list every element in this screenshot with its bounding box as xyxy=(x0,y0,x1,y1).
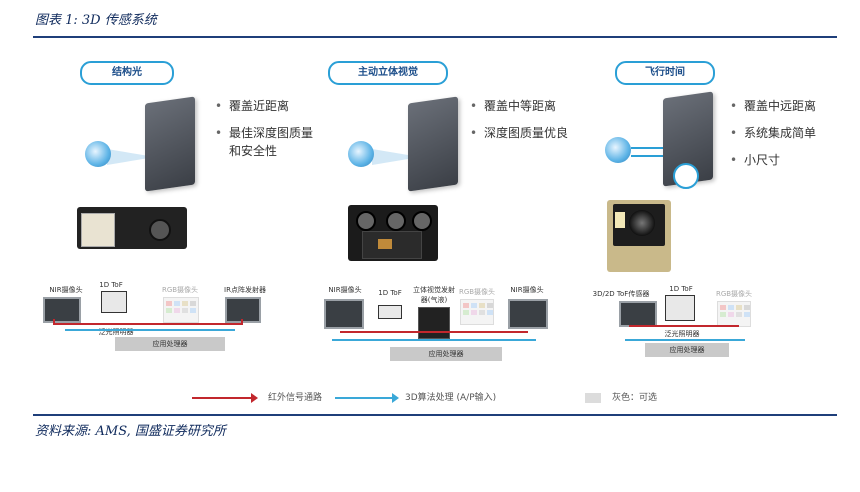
legend-gray-swatch xyxy=(585,393,601,403)
block-camera: 3D/2D ToF传感器 xyxy=(592,290,650,298)
lens-icon xyxy=(629,210,655,236)
app-processor: 应用处理器 xyxy=(645,343,729,357)
lens-icon xyxy=(149,219,171,241)
column-active-stereo: 主动立体视觉 覆盖中等距离 深度图质量优良 NIR摄像头 1D ToF 立体视觉… xyxy=(320,55,580,385)
algo-line xyxy=(65,329,235,331)
ir-signal-line xyxy=(629,325,739,327)
tof-box xyxy=(378,305,402,319)
camera-box xyxy=(508,299,548,329)
title-active-stereo: 主动立体视觉 xyxy=(328,61,448,85)
algo-line xyxy=(625,339,745,341)
sensor-icon xyxy=(348,141,374,167)
structured-light-module-image xyxy=(77,207,187,249)
block-projector: 立体视觉发射器(气液) xyxy=(413,286,455,304)
block-tof: 1D ToF xyxy=(378,289,402,297)
block-tof: 1D ToF xyxy=(99,281,123,289)
bullet-item: 覆盖近距离 xyxy=(215,97,315,115)
block-camera-right: NIR摄像头 xyxy=(510,286,544,294)
column-time-of-flight: 飞行时间 覆盖中远距离 系统集成简单 小尺寸 3D/2D ToF传感器 1D T… xyxy=(585,55,845,385)
block-camera-left: NIR摄像头 xyxy=(328,286,362,294)
light-beam-icon xyxy=(107,149,203,165)
title-structured-light: 结构光 xyxy=(80,61,174,85)
schematic: NIR摄像头 1D ToF 立体视觉发射器(气液) RGB摄像头 NIR摄像头 … xyxy=(320,285,580,375)
bottom-rule xyxy=(33,414,837,416)
ir-signal-line xyxy=(340,331,528,333)
legend-red-arrow-icon xyxy=(192,393,258,403)
lens-icon xyxy=(386,211,406,231)
legend-blue-arrow-icon xyxy=(335,393,399,403)
block-projector: IR点阵发射器 xyxy=(224,286,266,294)
block-rgb: RGB摄像头 xyxy=(161,286,199,294)
camera-box xyxy=(619,301,657,327)
camera-box xyxy=(324,299,364,329)
legend-red-label: 红外信号通路 xyxy=(268,393,323,403)
dot-projector-box xyxy=(418,307,450,339)
app-processor: 应用处理器 xyxy=(390,347,502,361)
tof-module-image xyxy=(607,200,671,272)
sensor-icon xyxy=(605,137,631,163)
bullet-item: 覆盖中远距离 xyxy=(730,97,845,115)
pcb-icon xyxy=(362,231,422,259)
schematic: 3D/2D ToF传感器 1D ToF 泛光照明器 RGB摄像头 应用处理器 xyxy=(585,285,845,375)
schematic: NIR摄像头 1D ToF 泛光照明器 RGB摄像头 IR点阵发射器 应用处理器 xyxy=(43,281,315,375)
source-note: 资料来源: AMS, 国盛证券研究所 xyxy=(35,424,226,439)
bullet-item: 最佳深度图质量和安全性 xyxy=(215,124,315,160)
lens-icon xyxy=(412,211,432,231)
stereo-module-image xyxy=(348,205,438,261)
emitter-window-icon xyxy=(615,212,625,228)
bullet-item: 深度图质量优良 xyxy=(470,124,580,142)
block-illuminator: 泛光照明器 xyxy=(664,330,700,338)
chip-icon xyxy=(81,213,115,247)
bullet-item: 覆盖中等距离 xyxy=(470,97,580,115)
block-illuminator: 泛光照明器 xyxy=(98,328,134,336)
bullet-item: 小尺寸 xyxy=(730,151,845,169)
phone-panel-icon xyxy=(408,96,458,192)
rgb-box xyxy=(460,299,494,325)
bullet-list: 覆盖近距离 最佳深度图质量和安全性 xyxy=(215,97,315,169)
column-structured-light: 结构光 覆盖近距离 最佳深度图质量和安全性 NIR摄像头 1D ToF 泛光照明… xyxy=(43,55,315,385)
tof-box xyxy=(665,295,695,321)
figure-caption: 图表 1: 3D 传感系统 xyxy=(35,13,157,28)
block-tof: 1D ToF xyxy=(669,285,693,293)
block-rgb: RGB摄像头 xyxy=(715,290,753,298)
rgb-box xyxy=(163,297,199,323)
projector-box xyxy=(225,297,261,323)
connector-icon xyxy=(378,239,392,249)
algo-line xyxy=(332,339,536,341)
block-camera: NIR摄像头 xyxy=(49,286,83,294)
app-processor: 应用处理器 xyxy=(115,337,225,351)
tof-arrows-icon xyxy=(631,145,671,161)
sensor-icon xyxy=(85,141,111,167)
lens-icon xyxy=(356,211,376,231)
rgb-box xyxy=(717,301,751,327)
title-time-of-flight: 飞行时间 xyxy=(615,61,715,85)
top-rule xyxy=(33,36,837,38)
camera-box xyxy=(43,297,81,323)
bullet-list: 覆盖中远距离 系统集成简单 小尺寸 xyxy=(730,97,845,178)
tof-box xyxy=(101,291,127,313)
phone-panel-icon xyxy=(145,96,195,192)
clock-icon xyxy=(673,163,699,189)
bullet-item: 系统集成简单 xyxy=(730,124,845,142)
ir-signal-line xyxy=(53,323,243,325)
legend-gray-label: 灰色：可选 xyxy=(612,393,658,403)
ir-signal-line xyxy=(53,319,55,325)
ir-signal-line xyxy=(241,319,243,325)
bullet-list: 覆盖中等距离 深度图质量优良 xyxy=(470,97,580,151)
legend-blue-label: 3D算法处理 (A/P输入) xyxy=(405,393,497,403)
block-rgb: RGB摄像头 xyxy=(458,288,496,296)
